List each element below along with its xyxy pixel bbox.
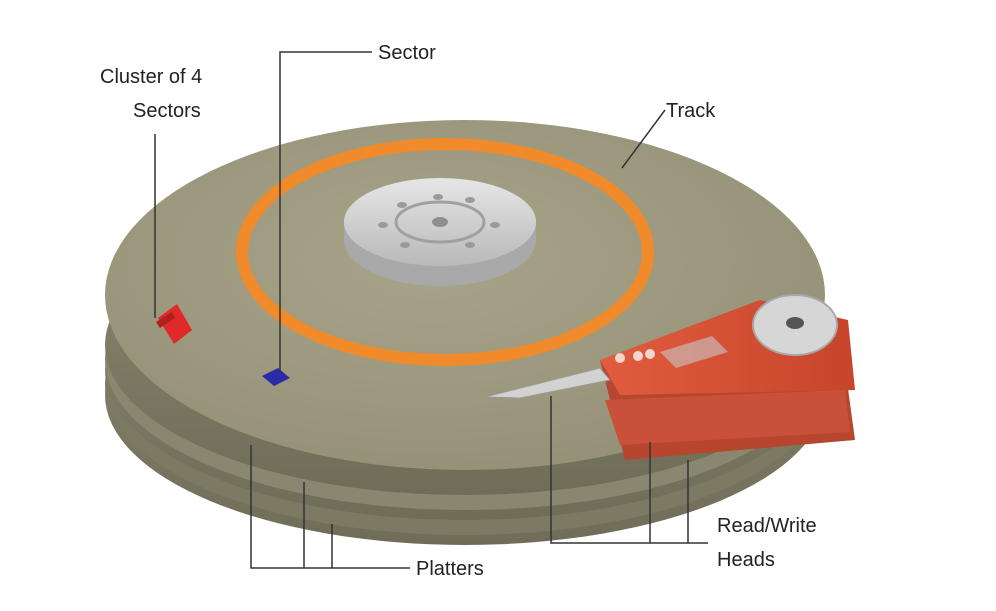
- heads-label-line1: Read/Write: [717, 515, 817, 537]
- cluster-label-line1: Cluster of 4: [100, 66, 202, 88]
- sector-label: Sector: [378, 42, 436, 64]
- track-label: Track: [666, 100, 716, 122]
- spindle-hub: [344, 178, 536, 286]
- platters-label: Platters: [416, 558, 484, 580]
- heads-label-line2: Heads: [717, 549, 775, 571]
- cluster-label-line2: Sectors: [133, 100, 201, 122]
